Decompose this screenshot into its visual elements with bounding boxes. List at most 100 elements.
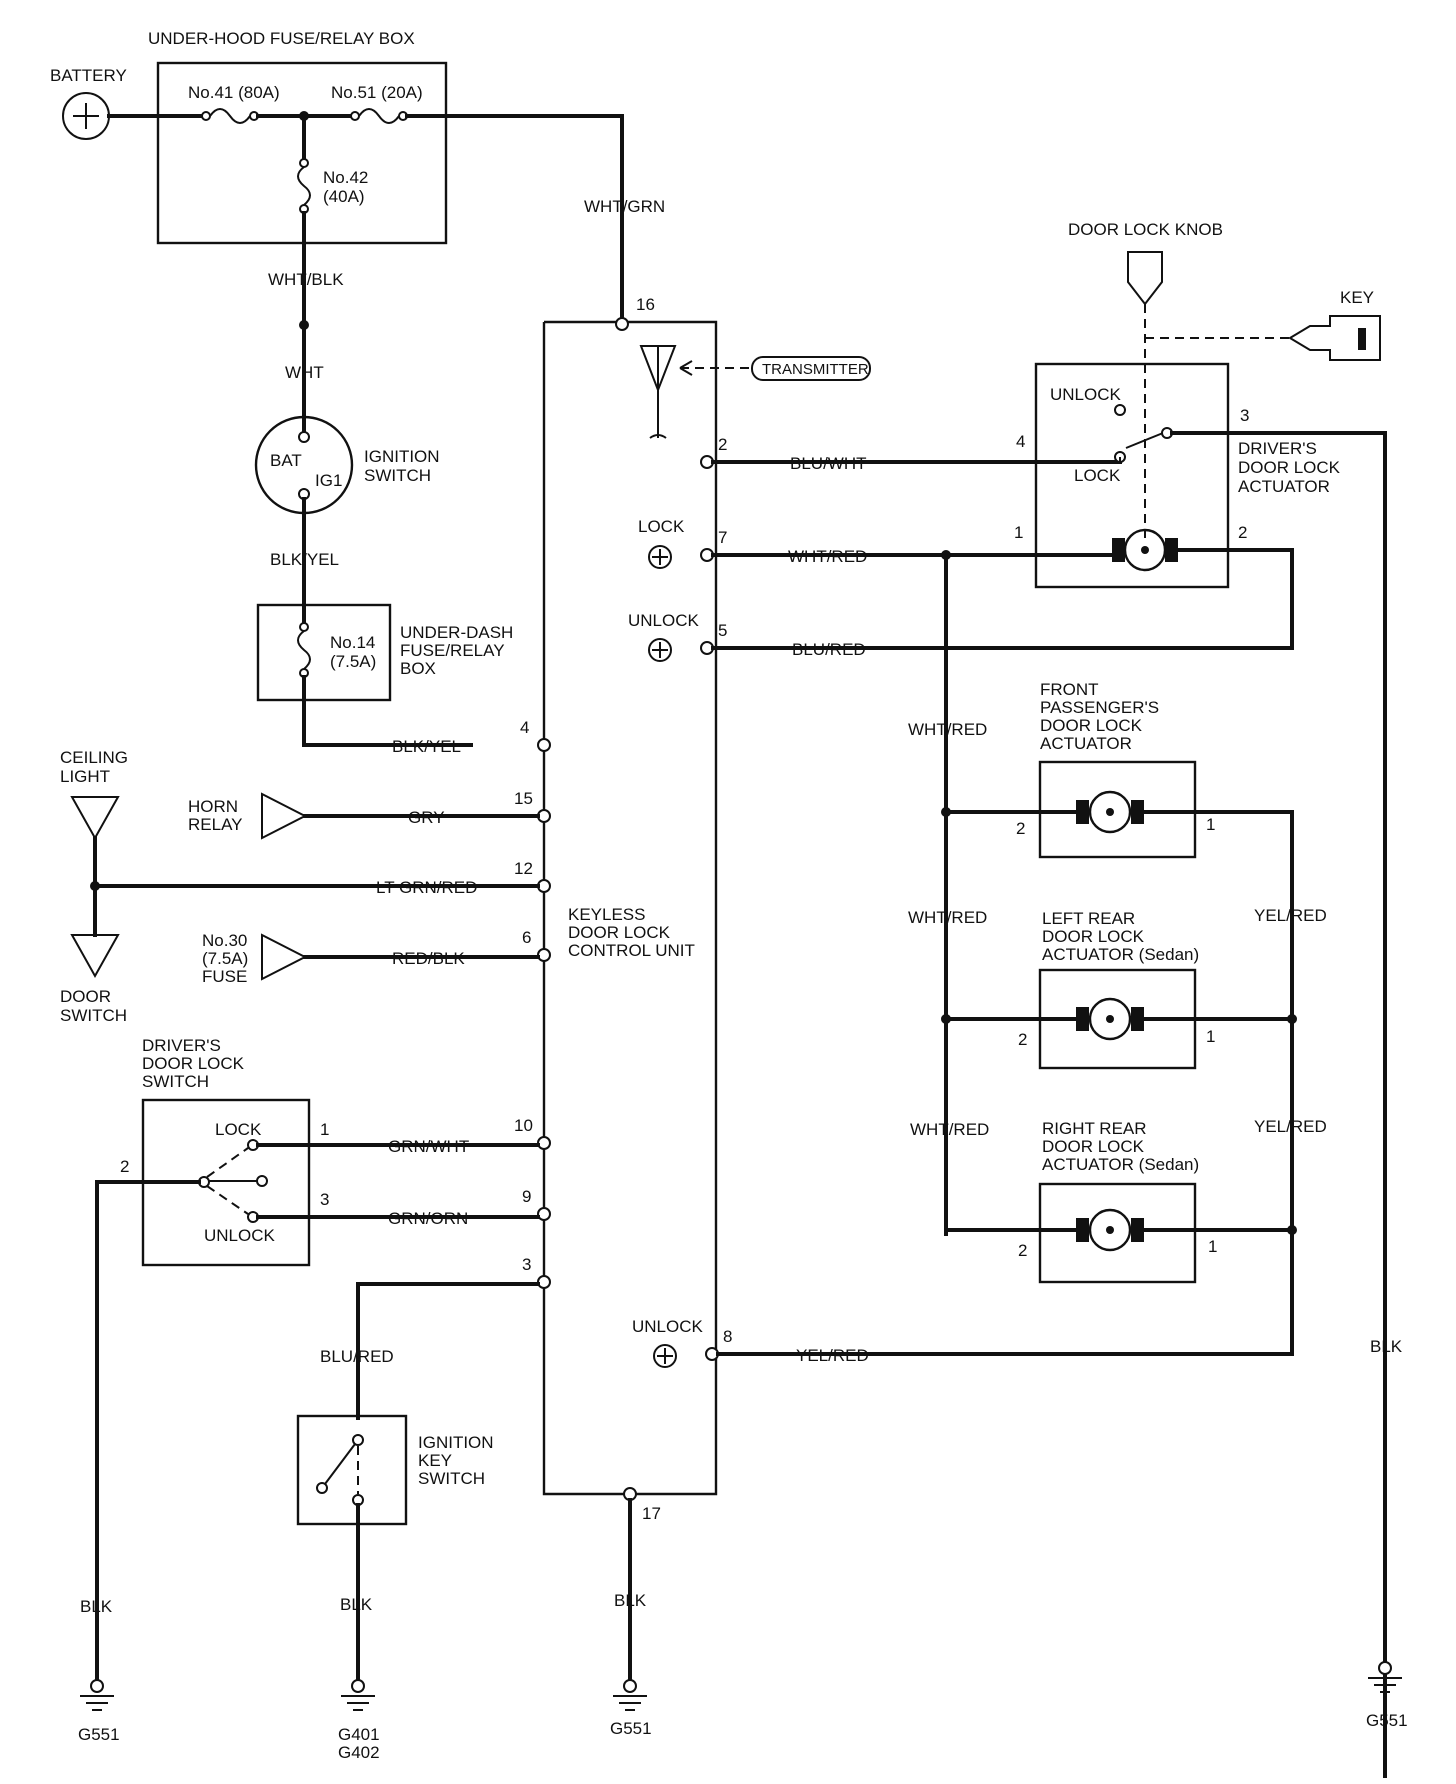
- battery-symbol: BATTERY: [50, 66, 127, 140]
- svg-text:1: 1: [320, 1120, 329, 1139]
- svg-text:BOX: BOX: [400, 659, 436, 678]
- svg-text:DOOR LOCK KNOB: DOOR LOCK KNOB: [1068, 220, 1223, 239]
- svg-text:G551: G551: [610, 1719, 652, 1738]
- drivers-door-lock-actuator: UNLOCK LOCK 4 3 1 2: [1014, 362, 1249, 589]
- svg-text:DOOR: DOOR: [60, 987, 111, 1006]
- svg-text:DRIVER'S: DRIVER'S: [142, 1036, 221, 1055]
- svg-text:ACTUATOR (Sedan): ACTUATOR (Sedan): [1042, 1155, 1199, 1174]
- svg-text:4: 4: [520, 718, 529, 737]
- svg-text:ACTUATOR: ACTUATOR: [1238, 477, 1330, 496]
- svg-text:UNDER-DASH: UNDER-DASH: [400, 623, 513, 642]
- left-rear-actuator: LEFT REAR DOOR LOCK ACTUATOR (Sedan) 2 1: [1018, 909, 1215, 1070]
- svg-text:BLK: BLK: [614, 1591, 647, 1610]
- svg-text:BLK: BLK: [80, 1597, 113, 1616]
- svg-text:BLU/RED: BLU/RED: [792, 640, 866, 659]
- svg-text:No.30: No.30: [202, 931, 247, 950]
- svg-text:DOOR LOCK: DOOR LOCK: [1042, 927, 1145, 946]
- svg-text:IGNITION: IGNITION: [364, 447, 440, 466]
- ceiling-light: CEILING LIGHT: [60, 748, 128, 841]
- svg-text:SWITCH: SWITCH: [60, 1006, 127, 1025]
- svg-text:UNLOCK: UNLOCK: [632, 1317, 704, 1336]
- svg-text:LEFT REAR: LEFT REAR: [1042, 909, 1135, 928]
- horn-relay: HORN RELAY: [188, 792, 308, 840]
- svg-text:RIGHT REAR: RIGHT REAR: [1042, 1119, 1147, 1138]
- svg-text:(7.5A): (7.5A): [330, 652, 376, 671]
- fuse-30: No.30 (7.5A) FUSE: [202, 931, 308, 986]
- svg-text:ACTUATOR: ACTUATOR: [1040, 734, 1132, 753]
- wire-wht-grn: WHT/GRN: [584, 197, 665, 216]
- svg-text:10: 10: [514, 1116, 533, 1135]
- key-icon: KEY: [1288, 288, 1381, 361]
- svg-text:ACTUATOR (Sedan): ACTUATOR (Sedan): [1042, 945, 1199, 964]
- svg-text:IG1: IG1: [315, 471, 342, 490]
- svg-text:3: 3: [522, 1255, 531, 1274]
- svg-text:LT GRN/RED: LT GRN/RED: [376, 878, 477, 897]
- svg-text:5: 5: [718, 621, 727, 640]
- antenna-icon: TRANSMITTER: [639, 345, 871, 439]
- svg-text:WHT/BLK: WHT/BLK: [268, 270, 344, 289]
- keyless-control-unit: KEYLESS DOOR LOCK CONTROL UNIT: [542, 320, 718, 1496]
- svg-text:9: 9: [522, 1187, 531, 1206]
- door-switch: DOOR SWITCH: [60, 934, 127, 1025]
- ground-g401-g402: G401 G402: [338, 1679, 380, 1762]
- ignition-key-switch: IGNITION KEY SWITCH: [296, 1414, 494, 1526]
- svg-text:6: 6: [522, 928, 531, 947]
- svg-text:WHT/RED: WHT/RED: [910, 1120, 989, 1139]
- svg-text:WHT/RED: WHT/RED: [788, 547, 867, 566]
- svg-text:BLK: BLK: [1370, 1337, 1403, 1356]
- svg-text:CONTROL UNIT: CONTROL UNIT: [568, 941, 695, 960]
- svg-text:15: 15: [514, 789, 533, 808]
- svg-text:KEY: KEY: [1340, 288, 1374, 307]
- svg-text:BLK: BLK: [340, 1595, 373, 1614]
- svg-text:8: 8: [723, 1327, 732, 1346]
- door-lock-knob: DOOR LOCK KNOB: [1068, 220, 1290, 540]
- svg-text:WHT/RED: WHT/RED: [908, 908, 987, 927]
- svg-text:LOCK: LOCK: [1074, 466, 1121, 485]
- svg-text:3: 3: [1240, 406, 1249, 425]
- svg-text:SWITCH: SWITCH: [142, 1072, 209, 1091]
- transmitter-label: TRANSMITTER: [762, 361, 869, 378]
- svg-text:DOOR LOCK: DOOR LOCK: [142, 1054, 245, 1073]
- ground-g551-right: G551: [1366, 1661, 1408, 1730]
- svg-text:DOOR LOCK: DOOR LOCK: [1042, 1137, 1145, 1156]
- svg-text:2: 2: [718, 435, 727, 454]
- drivers-door-lock-switch: DRIVER'S DOOR LOCK SWITCH LOCK UNLOCK 1 …: [120, 1036, 329, 1267]
- svg-text:2: 2: [1018, 1030, 1027, 1049]
- svg-text:1: 1: [1208, 1237, 1217, 1256]
- svg-text:G402: G402: [338, 1743, 380, 1762]
- ground-g551-left: G551: [78, 1679, 120, 1744]
- svg-text:1: 1: [1014, 523, 1023, 542]
- svg-text:UNLOCK: UNLOCK: [628, 611, 700, 630]
- svg-text:G551: G551: [78, 1725, 120, 1744]
- svg-text:KEYLESS: KEYLESS: [568, 905, 646, 924]
- svg-text:2: 2: [1016, 819, 1025, 838]
- unit-pins: 16 2 7 5 4 15 12 6 10 9 3 8 17: [514, 295, 732, 1523]
- svg-text:GRN/ORN: GRN/ORN: [388, 1209, 468, 1228]
- svg-text:LOCK: LOCK: [215, 1120, 262, 1139]
- right-rear-actuator: RIGHT REAR DOOR LOCK ACTUATOR (Sedan) 2 …: [1018, 1119, 1217, 1284]
- svg-text:G401: G401: [338, 1725, 380, 1744]
- svg-text:GRY: GRY: [408, 808, 445, 827]
- svg-text:No.51 (20A): No.51 (20A): [331, 83, 423, 102]
- svg-text:LIGHT: LIGHT: [60, 767, 110, 786]
- svg-text:G551: G551: [1366, 1711, 1408, 1730]
- svg-text:(40A): (40A): [323, 187, 365, 206]
- svg-text:16: 16: [636, 295, 655, 314]
- svg-text:(7.5A): (7.5A): [202, 949, 248, 968]
- svg-text:UNLOCK: UNLOCK: [1050, 385, 1122, 404]
- svg-text:No.42: No.42: [323, 168, 368, 187]
- svg-text:BLK/YEL: BLK/YEL: [270, 550, 339, 569]
- svg-text:WHT: WHT: [285, 363, 324, 382]
- svg-text:BAT: BAT: [270, 451, 302, 470]
- svg-text:PASSENGER'S: PASSENGER'S: [1040, 698, 1159, 717]
- under-dash-fuse-box: No.14 (7.5A) UNDER-DASH FUSE/RELAY BOX: [256, 603, 513, 702]
- under-hood-fuse-box: UNDER-HOOD FUSE/RELAY BOX: [148, 29, 448, 245]
- svg-text:RELAY: RELAY: [188, 815, 243, 834]
- svg-text:DOOR LOCK: DOOR LOCK: [1238, 458, 1341, 477]
- svg-text:BLU/RED: BLU/RED: [320, 1347, 394, 1366]
- battery-label: BATTERY: [50, 66, 127, 85]
- ignition-switch: BAT IG1 IGNITION SWITCH: [254, 415, 440, 515]
- svg-text:2: 2: [1238, 523, 1247, 542]
